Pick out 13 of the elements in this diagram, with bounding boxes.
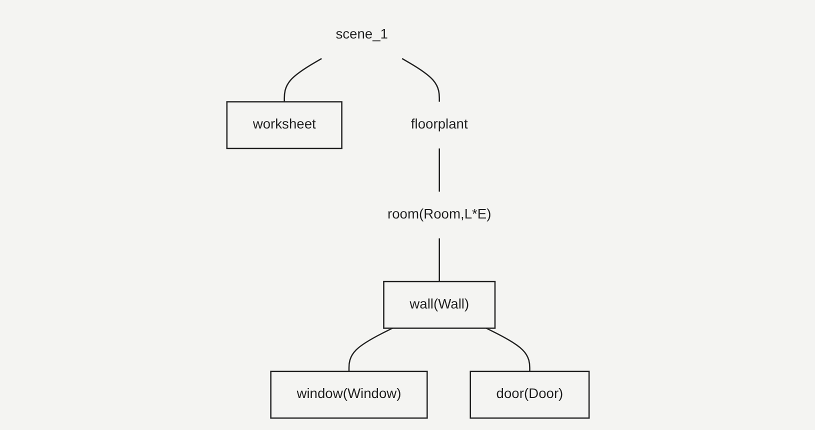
connector <box>438 238 440 282</box>
node-box: door(Door) <box>469 370 590 419</box>
node-box: window(Window) <box>270 370 428 419</box>
node-text: room(Room,L*E) <box>387 207 491 222</box>
node-box: worksheet <box>226 101 342 150</box>
connector <box>401 58 440 102</box>
connector <box>438 148 440 192</box>
node-text: scene_1 <box>335 27 388 42</box>
node-box: wall(Wall) <box>382 280 496 329</box>
connector <box>348 328 392 372</box>
connector <box>283 58 322 102</box>
node-text: floorplant <box>410 117 468 132</box>
connector <box>486 328 530 372</box>
